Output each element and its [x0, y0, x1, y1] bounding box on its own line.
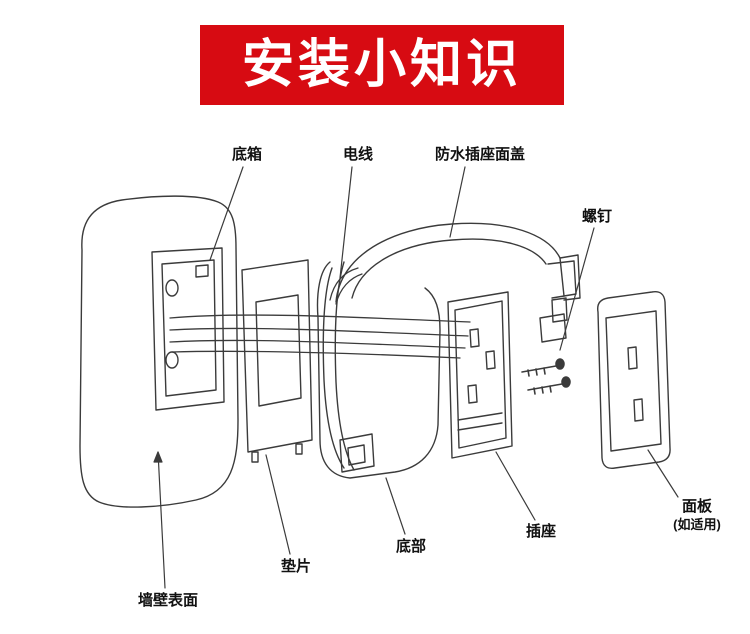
label-bottom: 底部 [395, 538, 427, 555]
label-bottom-box: 底箱 [231, 146, 263, 163]
panel-drawing [597, 291, 671, 469]
label-screw: 螺钉 [581, 208, 613, 225]
screws-drawing [521, 358, 571, 395]
label-panel: 面板 (如适用) [673, 498, 721, 533]
label-gasket: 垫片 [280, 558, 312, 575]
leader-lines [153, 166, 679, 589]
gasket-drawing [241, 259, 313, 463]
label-wall-surface: 墙壁表面 [137, 592, 199, 609]
bottom-housing-drawing [316, 261, 441, 479]
label-panel-line2: (如适用) [673, 516, 721, 532]
page-title: 安装小知识 [241, 36, 522, 94]
wires-drawing [169, 267, 471, 359]
label-wire: 电线 [342, 146, 374, 163]
title-banner: 安装小知识 [200, 25, 564, 105]
socket-drawing [447, 291, 513, 459]
waterproof-cover-drawing [335, 222, 581, 343]
label-panel-line1: 面板 [681, 498, 713, 515]
label-waterproof-cover: 防水插座面盖 [434, 146, 526, 163]
label-socket: 插座 [525, 523, 557, 540]
